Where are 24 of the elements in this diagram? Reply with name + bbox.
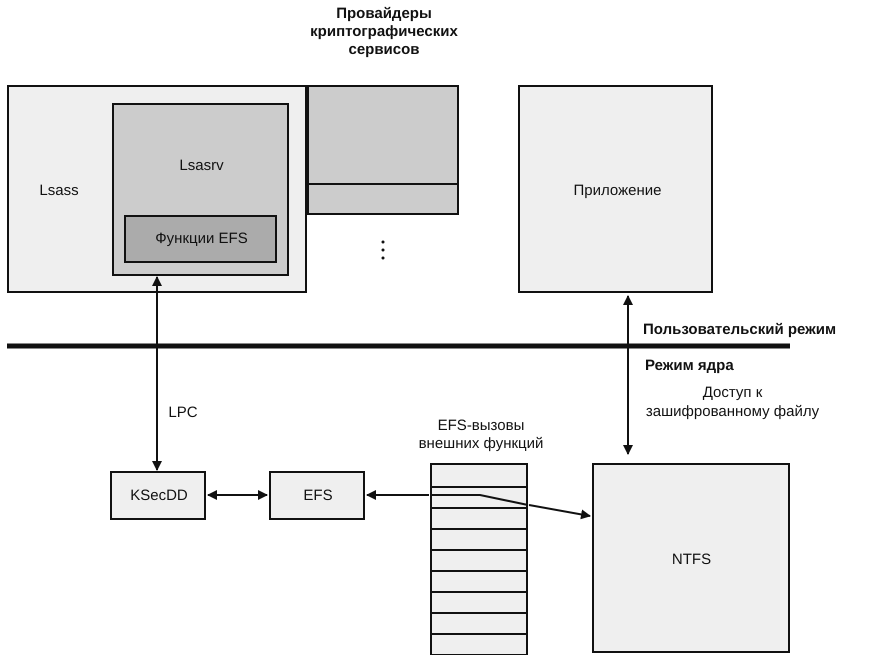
arrow	[528, 504, 591, 520]
arrow	[207, 490, 268, 500]
module-box	[112, 103, 289, 276]
application-box	[518, 85, 713, 293]
group-heading: Провайдеры криптографических сервисов	[309, 5, 459, 59]
driver-box	[269, 471, 365, 520]
mode-label: Режим ядра	[645, 357, 734, 374]
arrow	[152, 276, 162, 471]
function-box	[124, 215, 277, 263]
node-label: KSecDD	[129, 487, 189, 505]
node-label: Функции EFS	[154, 230, 249, 248]
node-label: EFS	[302, 487, 334, 505]
node-label: EFS-вызовы внешних функций	[418, 417, 544, 453]
node-label: Приложение	[572, 182, 662, 200]
edge-label: Доступ к зашифрованному файлу	[645, 384, 820, 422]
node-label: Lsass	[38, 182, 80, 200]
arrow	[623, 295, 633, 455]
mode-label: Пользовательский режим	[643, 321, 836, 338]
process-box	[7, 85, 307, 293]
arrow	[366, 490, 429, 500]
driver-box	[110, 471, 206, 520]
file-system-box	[592, 463, 790, 653]
node-label: NTFS	[670, 551, 712, 569]
node-label: Lsasrv	[178, 157, 225, 175]
